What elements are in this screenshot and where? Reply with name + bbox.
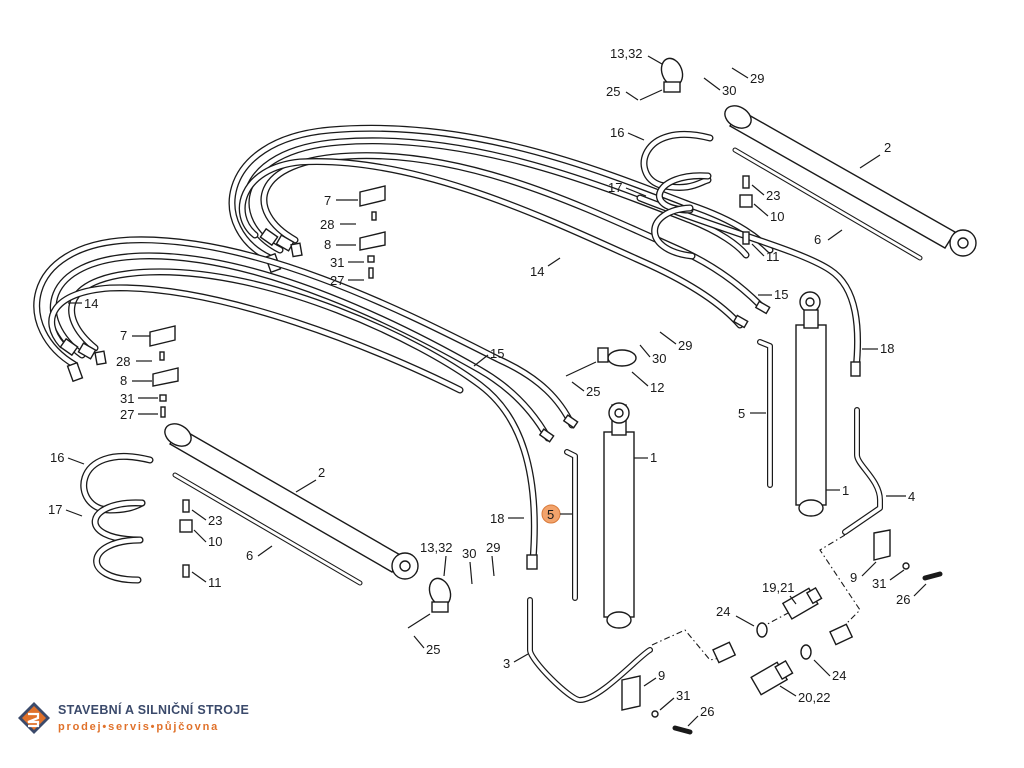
callout-31-lower: 31 [120,391,134,406]
cylinder-1-center [603,402,635,629]
cylinder-2-upper [724,105,977,257]
callout-31-lowerblock: 31 [676,688,690,703]
callout-19-21: 19,21 [762,580,795,595]
callout-5-highlighted: 5 [547,507,554,522]
callout-29: 29 [750,71,764,86]
callout-31-upper: 31 [330,255,344,270]
callout-12: 12 [650,380,664,395]
callout-17-lower: 17 [48,502,62,517]
callout-28-lower: 28 [116,354,130,369]
stud-set-right [739,175,753,245]
callout-2-lower: 2 [318,465,325,480]
callout-25: 25 [606,84,620,99]
cylinder-2-lower [164,423,419,580]
callout-30-center: 30 [652,351,666,366]
clamp-lower [407,577,452,629]
block-9-right [873,529,943,581]
callout-20-22: 20,22 [798,690,831,705]
callout-27-upper: 27 [330,273,344,288]
callout-7-upper: 7 [324,193,331,208]
callout-23: 23 [766,188,780,203]
hose-fittings-lower [59,337,579,570]
callout-29-lower: 29 [486,540,500,555]
callout-15-lower: 15 [490,346,504,361]
callout-31-right: 31 [872,576,886,591]
callout-1-right: 1 [842,483,849,498]
callout-30: 30 [722,83,736,98]
callout-26-right: 26 [896,592,910,607]
fittings-group [712,586,854,696]
pipe-5-center [564,449,578,601]
callout-13-32: 13,32 [610,46,643,61]
callout-9-right: 9 [850,570,857,585]
callout-25-lower: 25 [426,642,440,657]
callout-17: 17 [608,180,622,195]
callout-14-lower: 14 [84,296,98,311]
pipe-3 [527,597,653,703]
pipe-5-right [757,339,773,488]
callout-6: 6 [814,232,821,247]
callout-28-upper: 28 [320,217,334,232]
callout-16: 16 [610,125,624,140]
callout-26-lower: 26 [700,704,714,719]
callout-13-32-lower: 13,32 [420,540,453,555]
clamp-center [565,347,637,377]
callout-18-upper: 18 [880,341,894,356]
bracket-set-upper [359,185,386,279]
hose-fittings-upper [259,227,861,377]
callout-15-upper: 15 [774,287,788,302]
callout-9-lower: 9 [658,668,665,683]
callout-18-lower: 18 [490,511,504,526]
cylinder-1-right [795,291,827,517]
callout-24-right: 24 [832,668,846,683]
callout-11-lower: 11 [208,575,222,590]
rod-6-lower [172,472,363,586]
callout-10: 10 [770,209,784,224]
block-9-lower [621,675,693,735]
callout-14-upper: 14 [530,264,544,279]
callout-5-right: 5 [738,406,745,421]
callouts: 13,32 29 30 25 16 17 23 10 11 2 6 7 28 8… [48,46,927,727]
hose-bundle-upper [228,124,862,377]
logo-title: STAVEBNÍ A SILNIČNÍ STROJE [58,703,250,717]
stud-set-left [179,499,193,578]
assembly-lines [651,534,861,661]
callout-30-lower: 30 [462,546,476,561]
logo-subtitle: prodej•servis•půjčovna [58,721,220,733]
callout-7-lower: 7 [120,328,127,343]
callout-8-lower: 8 [120,373,127,388]
callout-24-left: 24 [716,604,730,619]
callout-29-center: 29 [678,338,692,353]
callout-6-lower: 6 [246,548,253,563]
callout-4: 4 [908,489,915,504]
clamp-upper [639,57,684,101]
callout-1-center: 1 [650,450,657,465]
callout-10-lower: 10 [208,534,222,549]
pipe-4 [842,407,883,535]
rod-6-upper [732,147,923,261]
company-logo: STAVEBNÍ A SILNIČNÍ STROJE prodej•servis… [14,700,264,740]
ss-logo-icon [18,702,50,734]
callout-8-upper: 8 [324,237,331,252]
callout-16-lower: 16 [50,450,64,465]
small-hoses-lower [80,452,154,584]
bracket-set-lower [149,325,179,418]
hose-bundle-lower [33,236,579,570]
callout-2: 2 [884,140,891,155]
callout-3: 3 [503,656,510,671]
small-hoses-upper [640,130,714,260]
callout-25-center: 25 [586,384,600,399]
callout-27-lower: 27 [120,407,134,422]
callout-11: 11 [766,249,780,264]
callout-23-lower: 23 [208,513,222,528]
